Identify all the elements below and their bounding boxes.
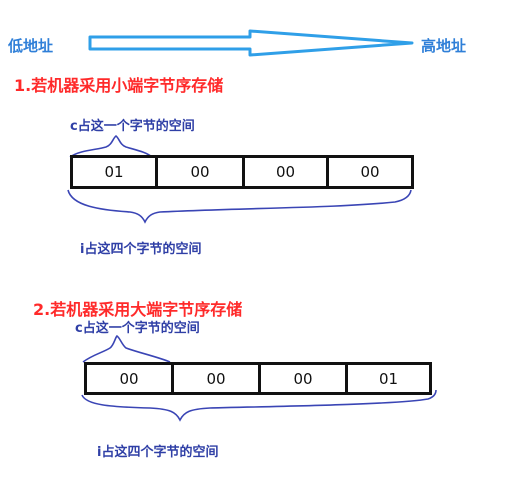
byte-cell: 01 — [73, 158, 158, 186]
byte-cell: 00 — [174, 365, 261, 392]
byte-cell: 01 — [348, 365, 432, 392]
byte-cell: 00 — [158, 158, 245, 186]
c-brace-top-1 — [69, 135, 153, 158]
little-endian-heading: 1.若机器采用小端字节序存储 — [14, 76, 224, 95]
big-endian-heading: 2.若机器采用大端字节序存储 — [33, 300, 243, 319]
i-brace-bottom-1 — [67, 189, 412, 224]
byte-cell: 00 — [245, 158, 329, 186]
little-endian-byte-row: 01 00 00 00 — [70, 155, 414, 189]
byte-cell: 00 — [87, 365, 174, 392]
c-byte-note-1: c占这一个字节的空间 — [70, 119, 195, 134]
i-bytes-note-2: i占这四个字节的空间 — [97, 445, 219, 460]
c-brace-top-2 — [82, 334, 171, 363]
low-address-label: 低地址 — [8, 37, 54, 55]
byte-cell: 00 — [261, 365, 348, 392]
i-bytes-note-1: i占这四个字节的空间 — [80, 242, 202, 257]
byte-cell: 00 — [329, 158, 414, 186]
address-direction-arrow — [88, 29, 414, 57]
high-address-label: 高地址 — [421, 37, 467, 55]
c-byte-note-2: c占这一个字节的空间 — [75, 321, 200, 336]
big-endian-byte-row: 00 00 00 01 — [84, 362, 432, 395]
